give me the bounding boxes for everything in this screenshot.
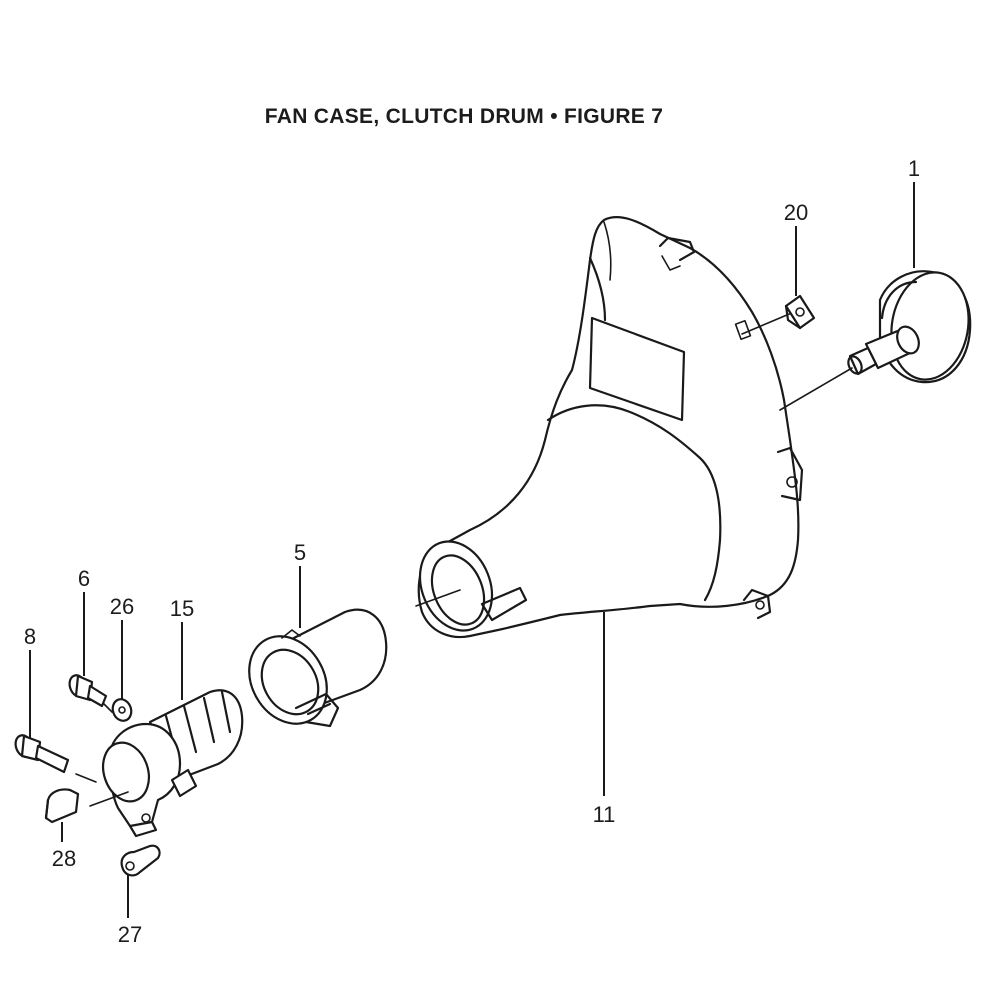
- part-27-link-plate: [120, 844, 161, 877]
- part-5-clamp-sleeve: [248, 608, 388, 728]
- part-1-clutch-drum: [847, 270, 972, 384]
- part-26-washer: [111, 698, 133, 722]
- part-8-screw: [14, 734, 70, 774]
- callout-20: 20: [784, 200, 808, 225]
- callout-1: 1: [908, 156, 920, 181]
- figure-title: FAN CASE, CLUTCH DRUM • FIGURE 7: [265, 105, 663, 128]
- callout-leaders: [29, 182, 915, 918]
- part-11-fan-case: [415, 216, 853, 639]
- callout-27: 27: [118, 922, 142, 947]
- callout-6: 6: [78, 566, 90, 591]
- callout-8: 8: [24, 624, 36, 649]
- callout-11: 11: [593, 802, 616, 827]
- part-28-cap: [44, 788, 80, 824]
- callout-28: 28: [52, 846, 76, 871]
- part-6-screw: [68, 674, 108, 708]
- callout-15: 15: [170, 596, 194, 621]
- part-20-nut: [784, 294, 816, 330]
- callout-5: 5: [294, 540, 306, 565]
- callout-26: 26: [110, 594, 134, 619]
- part-15-handle-clamp: [75, 689, 244, 838]
